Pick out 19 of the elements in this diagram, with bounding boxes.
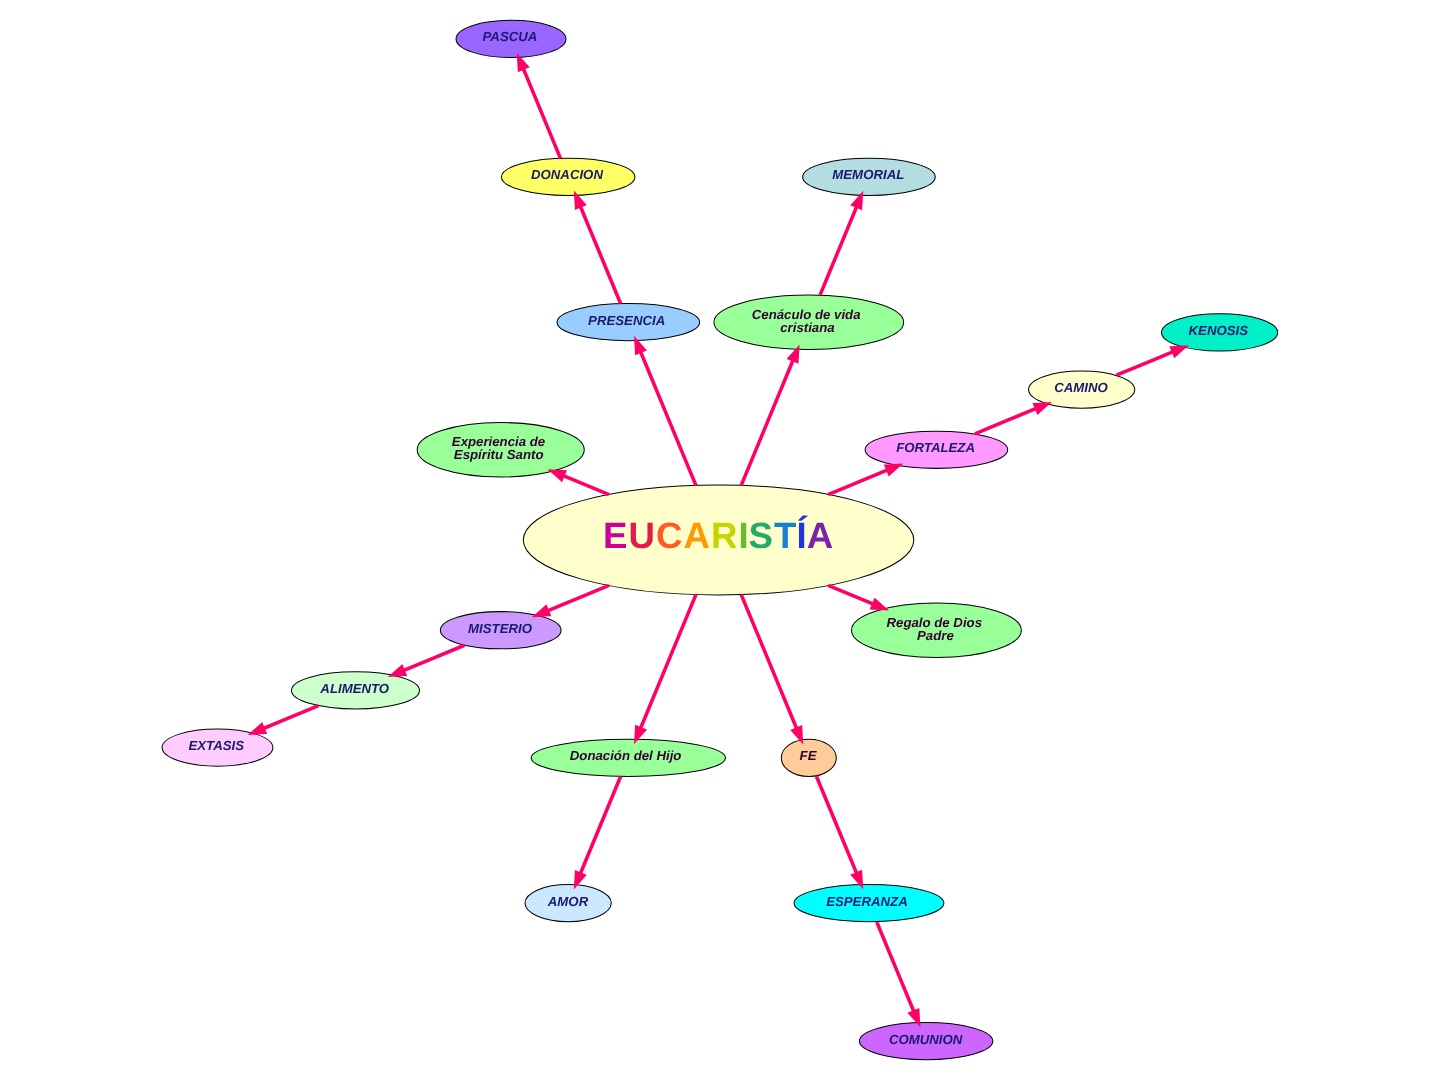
arrow <box>739 593 804 745</box>
arrow <box>827 463 904 497</box>
arrow <box>387 643 466 677</box>
arrow <box>547 469 610 497</box>
arrow <box>827 583 889 611</box>
arrow <box>634 593 698 745</box>
node-ellipse: EUCARISTÍA <box>522 484 915 596</box>
arrow <box>573 190 623 305</box>
arrow <box>247 704 320 736</box>
arrow <box>531 583 610 618</box>
arrow <box>974 401 1052 436</box>
arrow <box>818 190 864 296</box>
arrow <box>1115 345 1189 377</box>
arrow <box>516 52 563 159</box>
arrow <box>573 775 623 890</box>
arrow <box>634 335 698 487</box>
arrow <box>739 344 800 487</box>
arrow <box>875 921 921 1028</box>
arrow <box>814 775 864 890</box>
